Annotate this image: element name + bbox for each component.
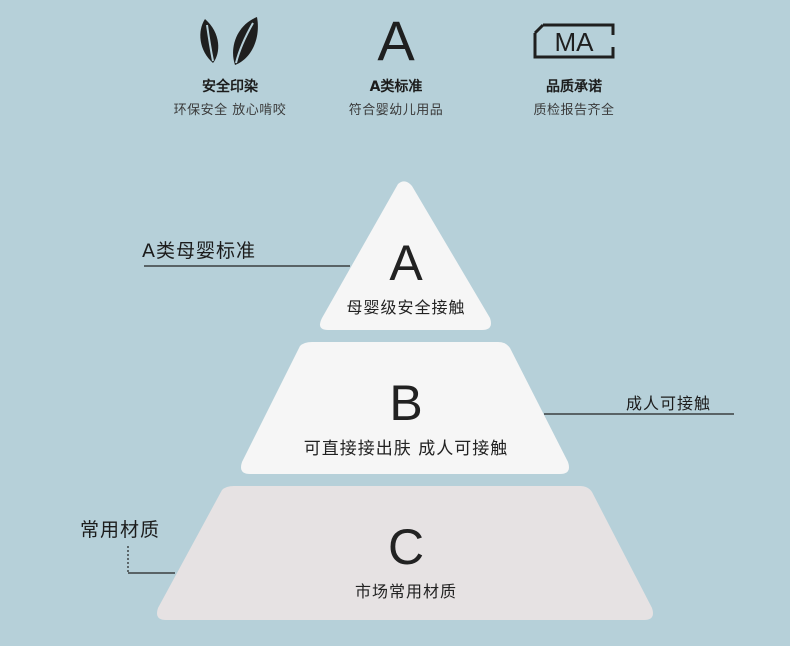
tier-top-grade: A bbox=[389, 235, 423, 291]
tier-bottom: C 市场常用材质 bbox=[156, 522, 656, 602]
side-label-middle: 成人可接触 bbox=[626, 394, 712, 413]
side-label-top: A类母婴标准 bbox=[142, 240, 256, 262]
letter-a-icon: A bbox=[377, 9, 415, 72]
badge-quality: MA 品质承诺 质检报告齐全 bbox=[484, 10, 664, 118]
badge-subtitle: 环保安全 放心啃咬 bbox=[173, 103, 287, 118]
tier-top-caption: 母婴级安全接触 bbox=[346, 298, 466, 317]
badge-a-standard: A A类标准 符合婴幼儿用品 bbox=[306, 9, 486, 119]
tier-bottom-grade: C bbox=[387, 519, 425, 575]
tier-middle-caption: 可直接接出肤 成人可接触 bbox=[303, 439, 509, 459]
side-label-bottom: 常用材质 bbox=[80, 519, 161, 541]
tier-bottom-shape bbox=[157, 486, 653, 620]
leaves-icon bbox=[140, 10, 320, 72]
feature-badges: 安全印染 环保安全 放心啃咬 A A类标准 符合婴幼儿用品 MA 品质承诺 质检… bbox=[0, 0, 790, 130]
badge-subtitle: 质检报告齐全 bbox=[533, 103, 615, 118]
badge-title: A类标准 bbox=[369, 79, 423, 95]
tier-top: A 母婴级安全接触 bbox=[320, 238, 492, 318]
ma-certification-icon: MA bbox=[484, 10, 664, 72]
ma-glyph: MA bbox=[555, 27, 595, 57]
tier-bottom-caption: 市场常用材质 bbox=[354, 582, 457, 601]
badge-safe-dye: 安全印染 环保安全 放心啃咬 bbox=[140, 10, 320, 118]
badge-title: 安全印染 bbox=[202, 79, 258, 95]
tier-top-shape bbox=[320, 181, 491, 330]
tier-middle: B 可直接接出肤 成人可接触 bbox=[240, 378, 572, 459]
badge-subtitle: 符合婴幼儿用品 bbox=[348, 103, 444, 118]
badge-title: 品质承诺 bbox=[546, 79, 602, 95]
tier-middle-shape bbox=[241, 342, 569, 474]
tier-middle-grade: B bbox=[389, 375, 423, 431]
